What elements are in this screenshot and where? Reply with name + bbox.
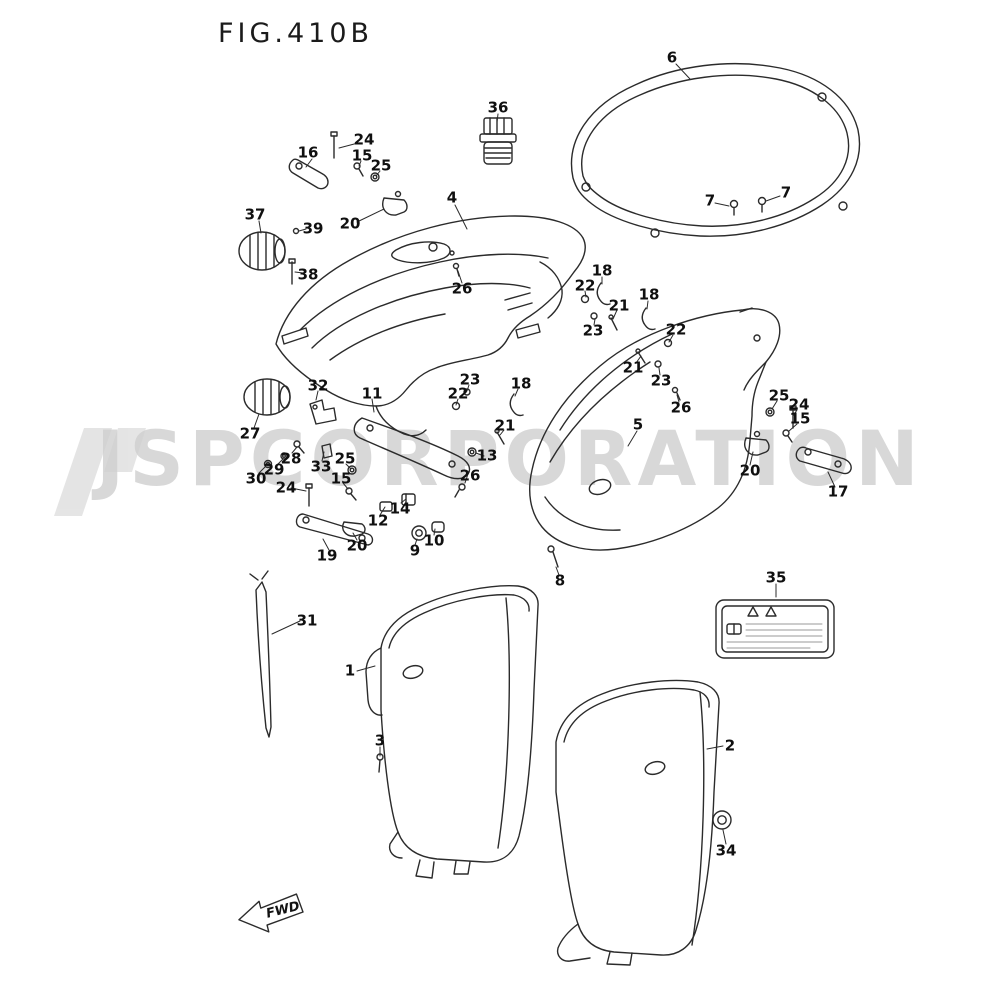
part-26-screw-right	[671, 386, 681, 401]
part-25-washer-b	[765, 407, 775, 417]
part-34-grommet	[712, 810, 732, 830]
part-20-clamp-a	[382, 190, 408, 216]
part-24-pin-c	[305, 483, 313, 507]
leader-lines	[253, 63, 836, 845]
part-4-upper-cover	[275, 215, 586, 437]
watermark-text: JSPCORPORATION	[96, 414, 924, 503]
manual-book-icon	[726, 623, 742, 635]
part-6-gasket	[570, 62, 861, 238]
part-15-bolt-c	[345, 487, 357, 501]
figure-title: FIG.410B	[218, 18, 374, 49]
part-24-pin-b	[789, 405, 797, 429]
part-14-bushing	[401, 493, 416, 506]
part-27-grommet	[243, 378, 291, 416]
part-32-bracket	[309, 399, 337, 425]
part-35-caution-label	[715, 599, 835, 659]
watermark-logo-icon	[54, 428, 146, 516]
part-38-pin	[288, 258, 296, 285]
part-26-screw-c	[454, 483, 466, 498]
part-24-pin-a	[330, 131, 338, 159]
part-31-rod	[249, 570, 272, 738]
part-29-washer	[280, 452, 288, 460]
part-8-screw	[547, 545, 559, 568]
part-2-lower-right-cover	[555, 679, 720, 966]
part-3-screw	[376, 753, 384, 773]
part-23-washers	[463, 312, 662, 396]
part-37-grommet	[238, 231, 286, 271]
warning-triangle-icon	[747, 606, 777, 617]
part-11-bracket	[353, 417, 471, 480]
fwd-arrow: FWD	[238, 893, 304, 933]
part-17-bracket	[795, 446, 852, 475]
part-15-bolt-a	[353, 162, 364, 177]
part-7-screws	[729, 196, 767, 216]
part-10-cap	[431, 521, 445, 533]
part-20-clamp-c	[342, 521, 366, 537]
part-28-bolt	[293, 440, 305, 454]
part-36-plug	[479, 117, 517, 165]
part-18-hooks	[509, 282, 656, 417]
part-20-clamp-b	[744, 430, 770, 456]
part-13-washer	[467, 447, 477, 457]
part-39-screw	[292, 227, 300, 235]
part-19-bracket	[295, 513, 374, 546]
part-25-washer-c	[347, 465, 357, 475]
part-16-bracket	[288, 158, 329, 190]
part-21-pins	[494, 314, 646, 445]
part-1-lower-left-cover	[365, 584, 539, 879]
part-25-washer-a	[370, 172, 380, 182]
part-5-side-cover	[529, 307, 781, 551]
part-12-spacer	[379, 501, 393, 512]
part-22-washers	[451, 294, 673, 411]
part-30-washer	[263, 459, 273, 469]
part-15-bolt-b	[782, 429, 793, 443]
part-9-grommet	[411, 525, 427, 541]
